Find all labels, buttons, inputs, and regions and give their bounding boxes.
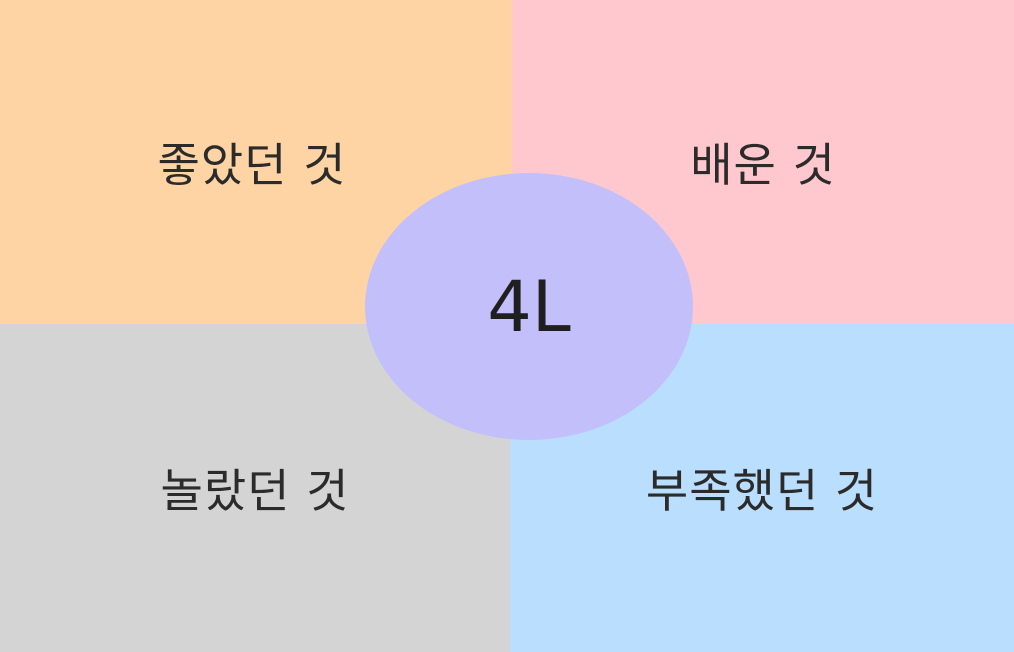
quadrant-lacked-label: 부족했던 것: [645, 464, 879, 518]
quadrant-learned-label: 배운 것: [690, 138, 836, 192]
center-ellipse: 4L: [365, 173, 693, 440]
quadrant-liked-label: 좋았던 것: [157, 138, 347, 192]
center-label: 4L: [487, 265, 571, 348]
quadrant-surprised: 놀랐던 것: [0, 324, 510, 652]
quadrant-surprised-label: 놀랐던 것: [160, 464, 350, 518]
quadrant-liked: 좋았던 것: [0, 0, 512, 324]
